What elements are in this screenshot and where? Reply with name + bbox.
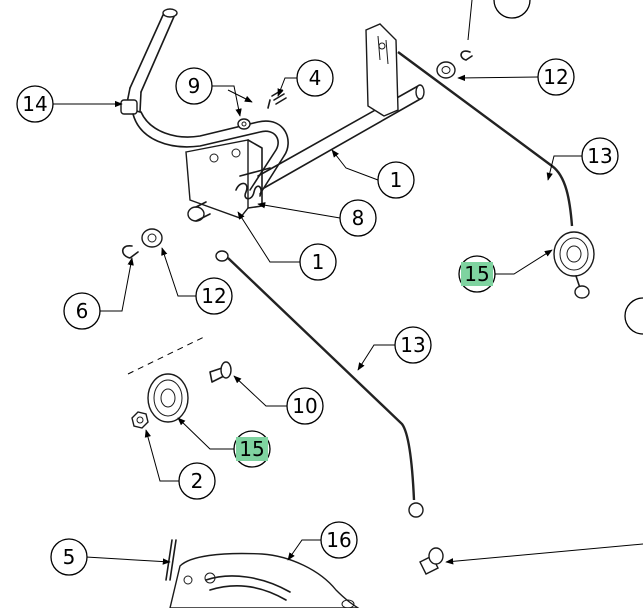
bushing-left bbox=[141, 228, 163, 248]
callout-6: 6 bbox=[63, 292, 101, 330]
hex-nut bbox=[131, 411, 149, 429]
callout-15-left: 15 bbox=[233, 430, 271, 468]
cotter-pin bbox=[165, 539, 177, 581]
clevis-pin bbox=[209, 361, 232, 383]
center-line-left bbox=[127, 335, 207, 375]
svg-text:16: 16 bbox=[326, 528, 351, 552]
bottom-bracket bbox=[169, 552, 360, 608]
callout-1-lower: 1 bbox=[299, 243, 337, 281]
e-clip-6 bbox=[121, 245, 139, 259]
svg-text:13: 13 bbox=[400, 333, 425, 357]
svg-text:2: 2 bbox=[191, 469, 204, 493]
pulley-left bbox=[147, 373, 189, 423]
svg-text:10: 10 bbox=[292, 394, 317, 418]
callout-12-top: 12 bbox=[537, 58, 575, 96]
callout-14: 14 bbox=[16, 85, 54, 123]
callout-1-upper: 1 bbox=[377, 161, 415, 199]
svg-text:9: 9 bbox=[188, 74, 201, 98]
callout-15-right: 15 bbox=[458, 255, 496, 293]
svg-text:14: 14 bbox=[22, 92, 47, 116]
torsion-spring bbox=[235, 167, 271, 200]
cable-right bbox=[397, 51, 574, 227]
bushing-top bbox=[436, 61, 456, 79]
callout-13-mid: 13 bbox=[394, 326, 432, 364]
svg-text:12: 12 bbox=[201, 284, 226, 308]
svg-text:13: 13 bbox=[587, 144, 612, 168]
callout-5: 5 bbox=[50, 538, 88, 576]
screw-4 bbox=[267, 89, 287, 109]
callout-12-left: 12 bbox=[195, 277, 233, 315]
callout-16: 16 bbox=[320, 521, 358, 559]
cable-middle bbox=[215, 250, 424, 518]
callout-8: 8 bbox=[339, 199, 377, 237]
svg-text:1: 1 bbox=[312, 250, 325, 274]
callout-10: 10 bbox=[286, 387, 324, 425]
bracket-plate bbox=[185, 139, 263, 222]
callout-13-top: 13 bbox=[581, 137, 619, 175]
svg-text:12: 12 bbox=[543, 65, 568, 89]
handle-rod bbox=[120, 8, 289, 195]
callout-4: 4 bbox=[296, 59, 334, 97]
callout-9: 9 bbox=[175, 67, 213, 105]
svg-text:8: 8 bbox=[352, 206, 365, 230]
shoulder-bolt bbox=[419, 547, 444, 575]
callout-partial-right bbox=[624, 297, 643, 335]
svg-text:1: 1 bbox=[390, 168, 403, 192]
svg-text:5: 5 bbox=[63, 545, 76, 569]
e-clip-top bbox=[460, 50, 473, 61]
pulley-right bbox=[553, 231, 595, 299]
svg-text:15: 15 bbox=[464, 262, 489, 286]
svg-text:4: 4 bbox=[309, 66, 322, 90]
lever-arm bbox=[365, 23, 399, 117]
leader-lines bbox=[52, 74, 643, 565]
callout-2: 2 bbox=[178, 462, 216, 500]
svg-text:15: 15 bbox=[239, 437, 264, 461]
callout-partial-top bbox=[467, 0, 531, 41]
svg-text:6: 6 bbox=[76, 299, 89, 323]
washer-9 bbox=[237, 118, 251, 130]
